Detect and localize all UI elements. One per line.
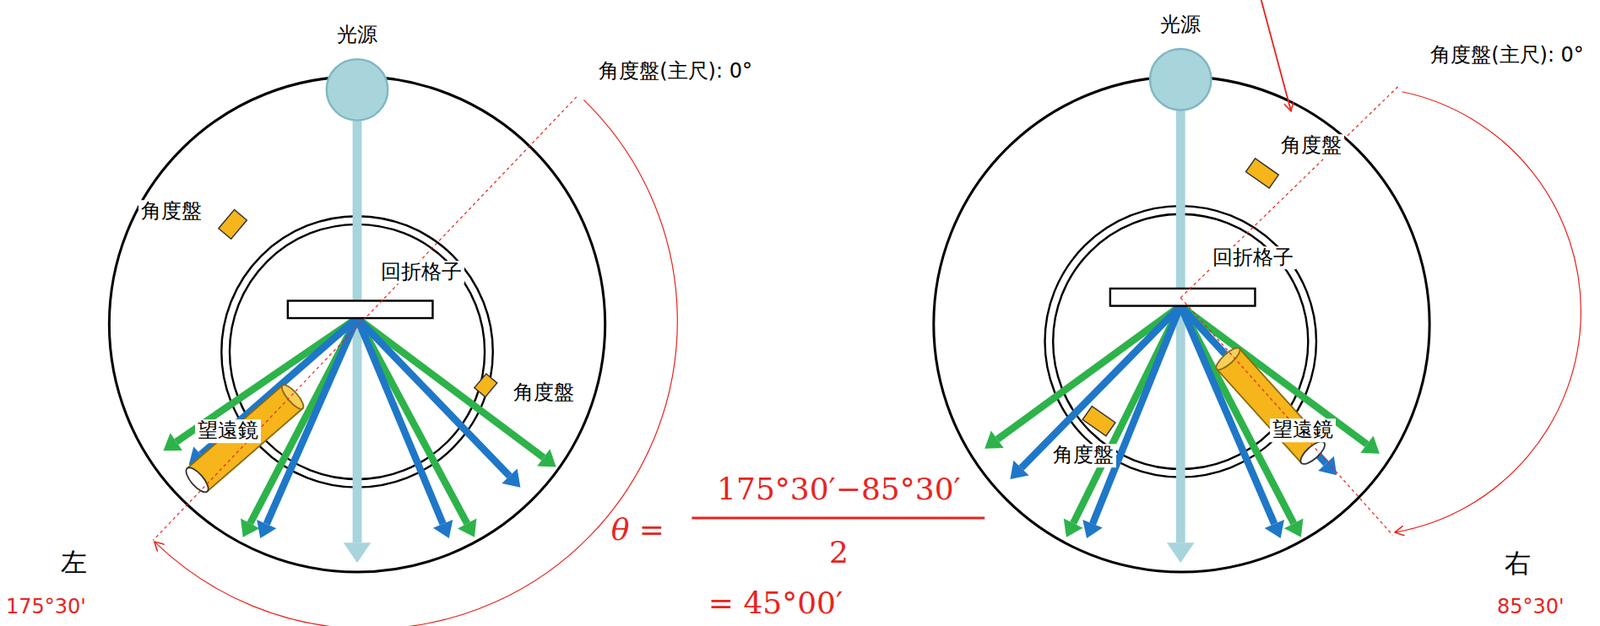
beam-head: [1082, 520, 1103, 539]
formula-term: 2: [826, 535, 852, 570]
outer-disc: [933, 76, 1430, 573]
vernier-plate: [1082, 406, 1116, 436]
part-label: 回折格子: [378, 260, 465, 285]
light-beam: [357, 318, 467, 524]
part-label: 角度盤: [1278, 134, 1345, 158]
scale-zero-label: 角度盤(主尺): 0°: [596, 59, 755, 84]
grating: [287, 300, 434, 319]
light-beam: [1073, 306, 1181, 525]
part-label: 角度盤: [1050, 444, 1117, 468]
source-label: 光源: [334, 24, 380, 49]
side-label: 左: [58, 547, 90, 579]
beam-head: [1166, 542, 1195, 564]
formula-term: 175°30′−85°30′: [714, 471, 964, 507]
beam-head: [256, 520, 277, 539]
source-label: 光源: [1157, 13, 1204, 38]
fraction-bar: [691, 516, 985, 520]
zero-line: [1180, 86, 1398, 299]
beam-head: [536, 449, 557, 467]
vernier-plate: [218, 210, 247, 240]
vernier-plate: [474, 374, 498, 398]
beam-head: [1360, 435, 1380, 454]
beam-head: [240, 518, 261, 537]
light-beam: [1020, 306, 1181, 469]
part-label: 角度盤: [510, 382, 577, 407]
beam-head: [1264, 520, 1285, 539]
pointer-arrow: [1261, 0, 1291, 111]
angle-arc: [1395, 92, 1581, 533]
part-label: 回折格子: [1209, 246, 1297, 271]
beam-head: [343, 542, 372, 564]
grating: [1110, 288, 1256, 307]
beam-head: [1317, 456, 1337, 476]
formula-term: = 45°00′: [705, 586, 846, 622]
light-beam: [1092, 306, 1181, 525]
part-label: 望遠鏡: [195, 419, 261, 444]
angle-arc: [155, 99, 678, 626]
beam-head: [162, 433, 183, 451]
outer-disc: [108, 76, 605, 573]
beam-head: [501, 468, 521, 488]
light-beam: [1176, 110, 1186, 544]
scale-zero-label: 角度盤(主尺): 0°: [1427, 44, 1587, 69]
side-label: 右: [1502, 548, 1534, 580]
part-label: 角度盤: [138, 200, 205, 225]
telescope: [1213, 345, 1329, 468]
light-source: [326, 59, 389, 121]
beam-head: [1284, 518, 1304, 537]
light-source: [1149, 48, 1212, 111]
beam-head: [433, 520, 453, 539]
beam-head: [1009, 461, 1029, 480]
beam-head: [457, 518, 477, 537]
beam-head: [1063, 519, 1084, 538]
light-beam: [357, 318, 444, 525]
zero-line: [152, 97, 577, 542]
reading-value: 175°30': [3, 596, 89, 620]
light-beam: [357, 318, 510, 477]
formula-term: θ =: [608, 513, 668, 548]
telescope-line: [1180, 298, 1393, 537]
part-label: 望遠鏡: [1269, 418, 1336, 443]
reading-value: 85°30': [1494, 596, 1568, 620]
vernier-plate: [1246, 158, 1280, 189]
beam-head: [984, 431, 1004, 450]
